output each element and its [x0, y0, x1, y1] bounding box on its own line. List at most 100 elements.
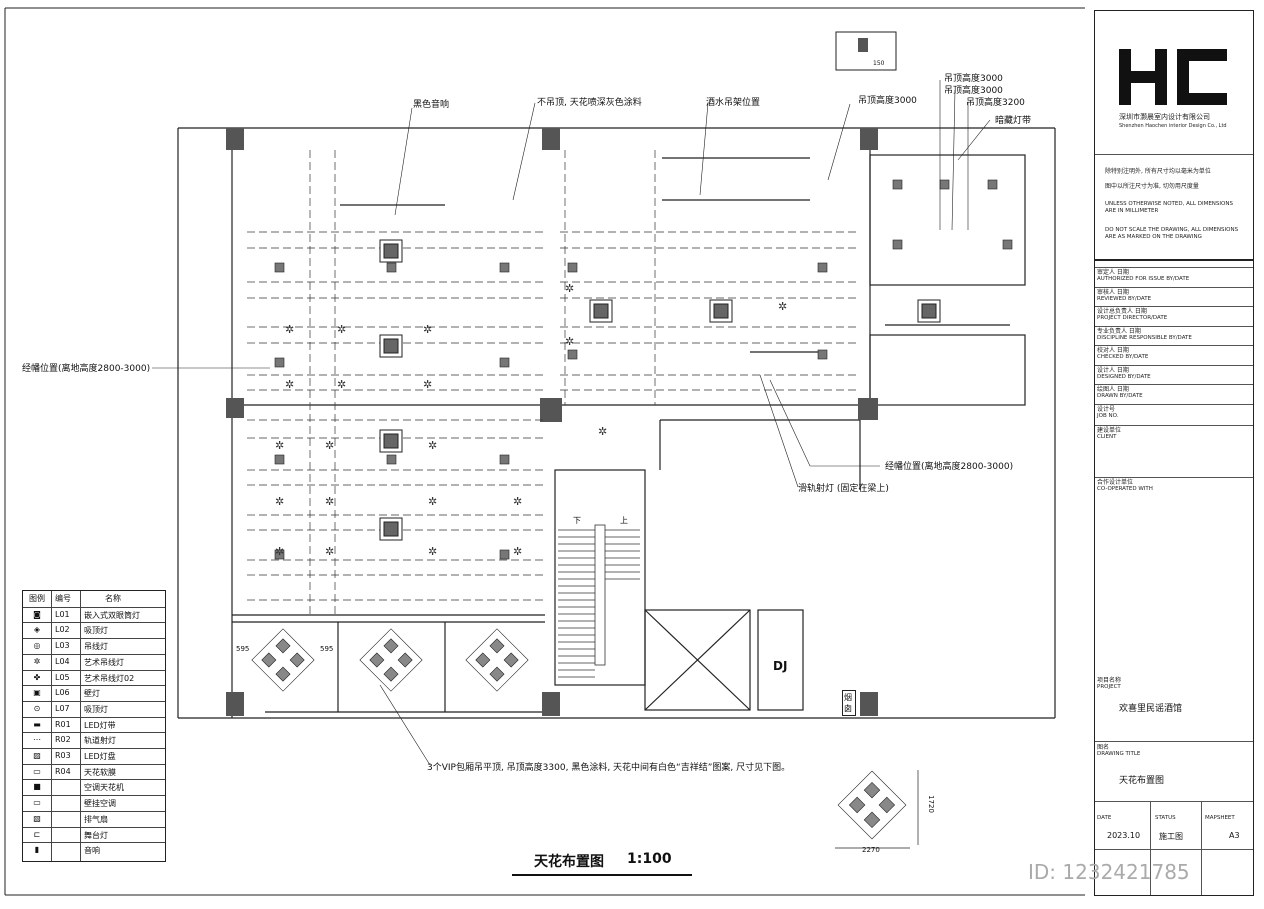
legend-symbol-icon: ▨: [33, 751, 41, 760]
svg-text:✲: ✲: [598, 425, 607, 438]
label-dim-2270: 2270: [862, 846, 880, 854]
legend-code: L02: [55, 625, 70, 635]
role-label-cn: 专业负责人 日期: [1097, 328, 1141, 335]
legend-symbol-icon: ⊙: [33, 703, 41, 713]
svg-text:✲: ✲: [337, 323, 346, 336]
label-stair-down: 下: [573, 516, 581, 525]
watermark-id: ID: 1232421785: [1028, 860, 1190, 884]
columns: [226, 128, 878, 716]
svg-text:✲: ✲: [428, 495, 437, 508]
label-banner-left: 经幡位置(离地高度2800-3000): [22, 364, 151, 374]
svg-text:✲: ✲: [275, 439, 284, 452]
mapsheet-label: MAPSHEET: [1205, 815, 1235, 821]
drawing-title-block: 天花布置图 1:100: [512, 848, 692, 876]
role-label-en: JOB NO.: [1097, 413, 1119, 419]
legend-code: L04: [55, 656, 70, 666]
legend-code: L06: [55, 688, 70, 698]
legend-symbol-icon: ⊏: [33, 829, 41, 839]
label-smoke: 烟 囱: [842, 690, 856, 716]
svg-text:✲: ✲: [423, 378, 432, 391]
legend-row: ⊏ 舞台灯: [23, 826, 165, 844]
ceiling-fixtures: [274, 179, 1013, 560]
note-2: 图中以所注尺寸为准, 切勿用尺度量: [1105, 183, 1199, 190]
svg-text:✲: ✲: [325, 545, 334, 558]
role-label-en: AUTHORIZED FOR ISSUE BY/DATE: [1097, 276, 1190, 282]
divider-status: [1150, 801, 1151, 895]
legend-symbol-icon: ▧: [33, 813, 41, 823]
legend-symbol-icon: ✲: [33, 656, 41, 666]
label-wine-rack: 酒水吊架位置: [706, 98, 761, 108]
legend-symbol-icon: ◙: [33, 609, 41, 619]
drawing-title: 天花布置图: [534, 854, 604, 870]
legend-symbol-icon: ▭: [33, 798, 41, 808]
detail-box: [835, 31, 897, 71]
role-label-en: PROJECT DIRECTOR/DATE: [1097, 315, 1168, 321]
role-label-cn: 设计号: [1097, 406, 1116, 413]
svg-text:✲: ✲: [325, 495, 334, 508]
note-4: DO NOT SCALE THE DRAWING, ALL DIMENSIONS…: [1105, 227, 1239, 240]
svg-text:✲: ✲: [565, 282, 574, 295]
label-ceiling-3000-c: 吊顶高度3000: [944, 86, 1003, 96]
label-dim-1720: 1720: [926, 795, 935, 813]
svg-text:✲: ✲: [337, 378, 346, 391]
svg-text:✲: ✲: [275, 545, 284, 558]
legend-symbol-icon: ▭: [33, 766, 41, 776]
drawing-title-label-en: DRAWING TITLE: [1097, 751, 1141, 757]
legend-symbol-icon: ▮: [34, 845, 40, 855]
walls: [177, 127, 1056, 719]
legend-name: 艺术吊线灯02: [84, 673, 135, 683]
legend-name: LED灯带: [84, 720, 116, 730]
label-track-light: 滑轨射灯 (固定在梁上): [798, 484, 889, 494]
company-logo: [1119, 49, 1229, 107]
legend-symbol-icon: ✤: [33, 672, 41, 682]
legend-code: L03: [55, 641, 70, 651]
drawing-scale: 1:100: [627, 851, 672, 867]
label-stair-up: 上: [620, 516, 628, 525]
role-label-cn: 校对人 日期: [1097, 347, 1129, 354]
legend-name: 艺术吊线灯: [84, 657, 124, 667]
legend-row: ▭壁挂空调: [23, 795, 165, 812]
legend-code: R03: [55, 751, 71, 760]
svg-text:✲: ✲: [285, 323, 294, 336]
note-1: 除特别注明外, 所有尺寸均以毫米为单位: [1105, 168, 1211, 175]
svg-text:✲: ✲: [428, 439, 437, 452]
label-dim-150: 150: [873, 60, 885, 67]
role-label-en: CHECKED BY/DATE: [1097, 354, 1149, 360]
label-vip-note: 3个VIP包厢吊平顶, 吊顶高度3300, 黑色涂料, 天花中间有白色“吉祥结”…: [427, 763, 791, 773]
label-dim-595a: 595: [236, 645, 250, 653]
pendant-lamps: ✲✲✲ ✲✲✲ ✲✲✲ ✲✲✲✲ ✲✲✲✲ ✲✲✲ ✲: [275, 282, 787, 558]
project-label-en: PROJECT: [1097, 684, 1121, 690]
legend-name: 舞台灯: [84, 830, 108, 840]
legend-name: 天花软膜: [84, 767, 116, 777]
label-no-ceiling: 不吊顶, 天花喷深灰色涂料: [537, 98, 642, 108]
svg-text:✲: ✲: [428, 545, 437, 558]
legend-name: 空调天花机: [84, 783, 124, 793]
legend-name: 吸顶灯: [84, 704, 108, 714]
label-ceiling-3000-b: 吊顶高度3000: [944, 74, 1003, 84]
legend-name: 壁灯: [84, 689, 100, 699]
svg-text:✲: ✲: [513, 545, 522, 558]
legend-code: R01: [55, 719, 71, 729]
leader-lines: [152, 80, 991, 766]
staircase: [558, 524, 640, 678]
legend-symbol-icon: ⋯: [33, 735, 41, 745]
project-label-cn: 项目名称: [1097, 677, 1122, 684]
svg-text:✲: ✲: [285, 378, 294, 391]
vip-knot-patterns: [251, 628, 907, 840]
legend-name: 排气扇: [84, 814, 108, 824]
role-label-en: DRAWN BY/DATE: [1097, 393, 1143, 399]
legend-name: 嵌入式双眼筒灯: [84, 610, 140, 620]
legend-code: L07: [55, 703, 70, 713]
label-banner-right: 经幡位置(离地高度2800-3000): [885, 462, 1014, 472]
legend-symbol-icon: ◎: [33, 641, 41, 651]
legend-header: 图例 编号 名称: [29, 594, 121, 603]
svg-text:✲: ✲: [275, 495, 284, 508]
